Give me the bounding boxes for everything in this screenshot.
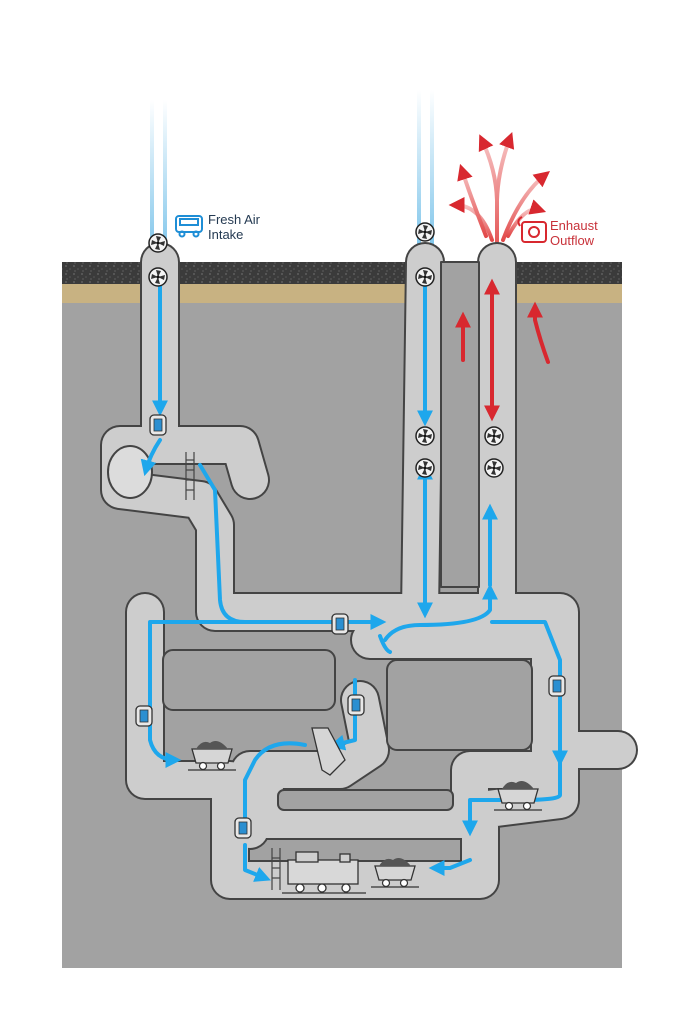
fresh-air-label-line1: Fresh Air (208, 212, 261, 227)
fan-icon (484, 426, 504, 446)
ventilation-door-icon (347, 694, 365, 716)
fresh-air-streams (150, 90, 434, 256)
exhaust-flow (455, 278, 550, 422)
exhaust-label-line2: Outflow (550, 233, 595, 248)
ventilation-door-icon (135, 705, 153, 727)
ore-chute (311, 727, 346, 776)
fan-icon (415, 426, 435, 446)
mine-locomotive-icon (282, 851, 366, 894)
fresh-air-label-line2: Intake (208, 227, 244, 242)
fan-icon (415, 267, 435, 287)
ladder-icon (185, 452, 281, 890)
fan-icon (484, 458, 504, 478)
fresh-air-flow (140, 283, 568, 882)
fan-icon (415, 458, 435, 478)
sump-chamber (107, 445, 153, 499)
truck-icon (175, 215, 203, 238)
exhaust-fan-icon (517, 216, 547, 243)
ventilation-door-icon (548, 675, 566, 697)
fan-icon (148, 233, 168, 253)
exhaust-label-line1: Enhaust (550, 218, 598, 233)
fresh-air-intake-label: Fresh Air Intake (208, 212, 260, 242)
ventilation-door-icon (234, 817, 252, 839)
exhaust-outflow-label: Enhaust Outflow (550, 218, 598, 248)
ventilation-door-icon (149, 414, 167, 436)
fan-icon (415, 222, 435, 242)
exhaust-plume (448, 132, 550, 260)
fan-icon (148, 267, 168, 287)
ventilation-door-icon (331, 613, 349, 635)
